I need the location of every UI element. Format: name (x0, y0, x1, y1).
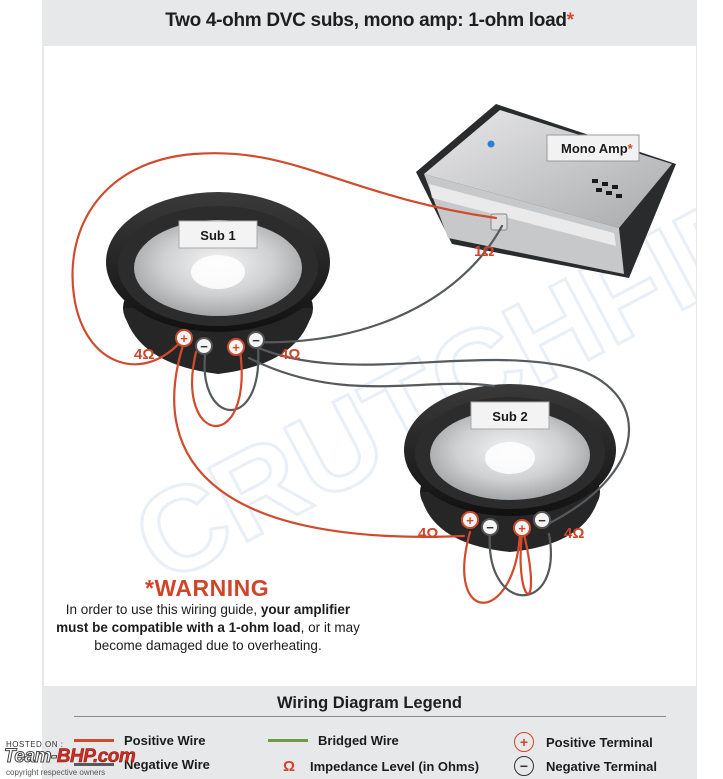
amp-impedance-label: 1Ω (474, 243, 494, 260)
sub2-right-impedance-label: 4Ω (564, 525, 584, 542)
warning-text-c: , or it may become damaged due to overhe… (94, 620, 360, 653)
negative-terminal-icon: − (514, 756, 534, 776)
amp-terminal (490, 213, 508, 231)
svg-text:−: − (252, 333, 260, 348)
amp-label: Mono Amp (561, 141, 628, 156)
sub2-bridge-wire-3 (519, 532, 533, 595)
bridged-wire-swatch (268, 739, 308, 742)
sub2-left-impedance-label: 4Ω (418, 525, 438, 542)
title-text: Two 4-ohm DVC subs, mono amp: 1-ohm load (165, 10, 567, 31)
warning-body: In order to use this wiring guide, your … (48, 601, 368, 655)
sub1-label: Sub 1 (200, 228, 235, 243)
warning-text-a: In order to use this wiring guide, (65, 602, 261, 617)
svg-text:−: − (486, 520, 494, 535)
positive-wire-sub2 (173, 340, 466, 538)
warning-text-b: your amplifier must be compatible with a… (56, 602, 351, 635)
hosted-brand-a: Team- (4, 746, 58, 768)
sub2-bridge-wire-2 (488, 530, 552, 597)
negative-wire (252, 224, 504, 344)
amp-star: * (628, 141, 634, 156)
svg-text:−: − (200, 339, 208, 354)
sub1-terminals: + − + − (175, 329, 265, 356)
svg-text:Mono Amp*: Mono Amp* (561, 141, 634, 156)
legend-negative-wire: Negative Wire (74, 757, 210, 772)
legend-negative-terminal: − Negative Terminal (514, 756, 657, 776)
svg-text:+: + (518, 521, 526, 536)
sub-2: Sub 2 (404, 384, 616, 552)
hosted-brand-logo: Team-BHP.com (4, 746, 137, 768)
warning-heading: *WARNING (145, 575, 270, 601)
negative-wire-sub2-b (247, 356, 496, 388)
legend-positive-terminal-label: Positive Terminal (546, 734, 653, 750)
legend-bridged-wire-label: Bridged Wire (318, 733, 399, 748)
diagram-canvas: CRUTCHFIELD Mono Amp* Sub 1 (44, 46, 696, 686)
legend-positive-terminal: + Positive Terminal (514, 732, 653, 752)
wiring-diagram: CRUTCHFIELD Mono Amp* Sub 1 (71, 88, 696, 610)
positive-terminal-icon: + (514, 732, 534, 752)
amp-label-box (546, 134, 640, 162)
legend-bridged-wire: Bridged Wire (268, 733, 399, 748)
svg-text:+: + (466, 513, 474, 528)
legend-impedance-label: Impedance Level (in Ohms) (310, 758, 480, 774)
sub2-label-box (470, 401, 550, 430)
legend-negative-wire-label: Negative Wire (124, 757, 210, 772)
positive-wire-swatch (74, 739, 114, 742)
legend-divider (74, 716, 666, 717)
sub-1: Sub 1 (106, 192, 330, 374)
sub2-label: Sub 2 (492, 409, 527, 424)
sub1-bridge-wire (203, 344, 260, 412)
sub2-terminals: + − + − (461, 511, 551, 537)
sub2-bridge-wire (463, 530, 522, 604)
hosted-label: HOSTED ON : (6, 740, 64, 749)
negative-wire-swatch (74, 763, 114, 766)
positive-wire (71, 152, 498, 366)
legend-positive-wire-label: Positive Wire (124, 733, 206, 748)
legend-title: Wiring Diagram Legend (276, 694, 463, 712)
sub1-bridge-wire-2 (191, 348, 243, 428)
hosted-brand-b: BHP (56, 746, 94, 768)
svg-text:+: + (180, 331, 188, 346)
legend-positive-wire: Positive Wire (74, 733, 206, 748)
svg-text:+: + (232, 340, 240, 355)
page-title: Two 4-ohm DVC subs, mono amp: 1-ohm load… (42, 10, 697, 32)
mono-amp: Mono Amp* (416, 104, 676, 278)
sub1-left-impedance-label: 4Ω (134, 346, 154, 363)
negative-wire-sub2 (252, 344, 631, 528)
hosted-brand-c: .com (92, 746, 136, 768)
led-icon (487, 140, 495, 148)
legend-impedance: Ω Impedance Level (in Ohms) (280, 757, 479, 775)
svg-text:−: − (538, 513, 546, 528)
hosted-watermark: HOSTED ON : Team-BHP.com copyright respe… (2, 740, 202, 779)
sub1-label-box (178, 220, 258, 249)
sub1-right-impedance-label: 4Ω (280, 346, 300, 363)
title-star: * (566, 10, 574, 31)
legend-negative-terminal-label: Negative Terminal (546, 758, 658, 774)
impedance-icon: Ω (282, 757, 296, 775)
hosted-copyright: copyright respective owners (6, 768, 106, 777)
